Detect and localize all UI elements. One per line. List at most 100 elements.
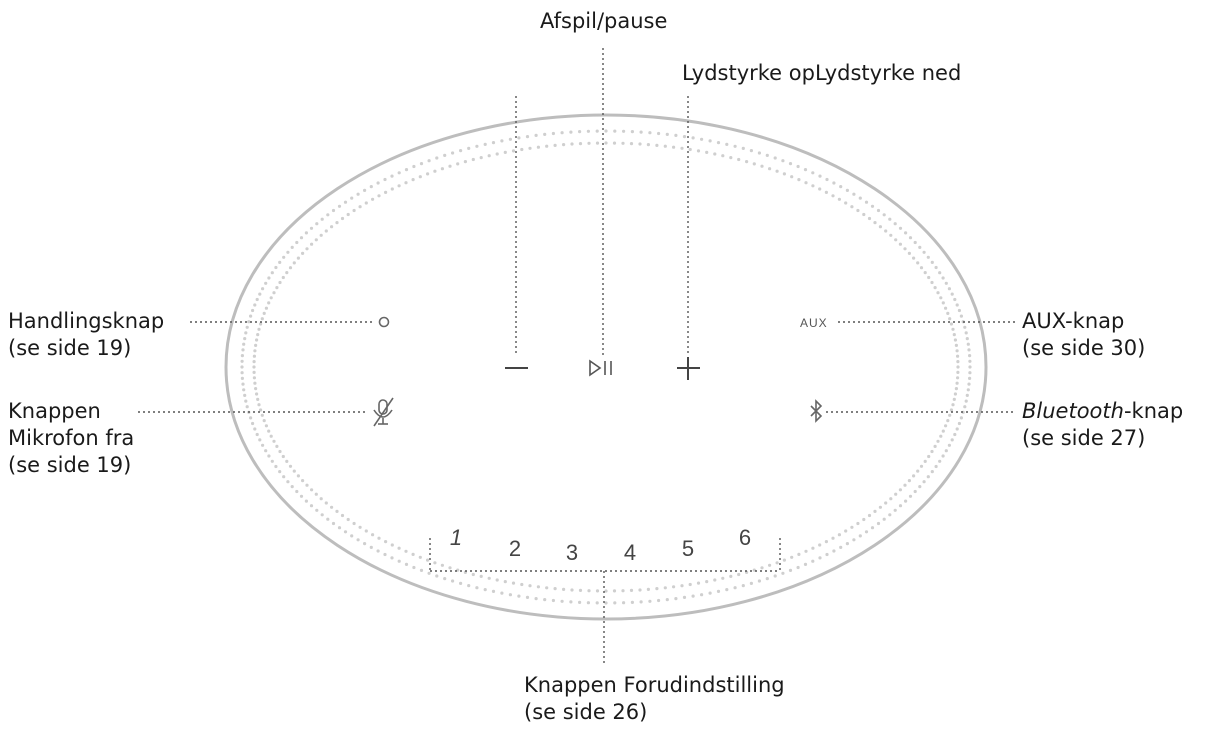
grille-dot	[315, 222, 319, 226]
grille-dot	[285, 459, 289, 463]
grille-dot	[870, 204, 875, 208]
grille-dot	[343, 530, 348, 534]
grille-dot	[688, 147, 692, 152]
grille-dot	[267, 454, 271, 458]
grille-dot	[898, 504, 903, 508]
grille-dot	[292, 261, 296, 265]
grille-dot	[882, 213, 886, 217]
grille-dot	[305, 483, 309, 487]
grille-dot	[908, 494, 913, 498]
grille-dot	[907, 479, 912, 483]
grille-dot	[272, 291, 276, 295]
mic-off-line2: Mikrofon fra	[8, 426, 135, 450]
grille-dot	[337, 526, 342, 530]
bluetooth-icon[interactable]	[810, 399, 823, 423]
grille-dot	[918, 485, 922, 489]
grille-dot	[459, 581, 463, 586]
grille-dot	[903, 483, 907, 487]
grille-dot	[939, 434, 943, 438]
grille-dot	[893, 508, 897, 512]
grille-dot	[418, 175, 422, 179]
grille-dot	[947, 443, 952, 447]
grille-dot	[249, 314, 253, 318]
grille-dot	[331, 208, 336, 213]
grille-dot	[255, 392, 259, 396]
aux-button-text[interactable]: AUX	[800, 316, 828, 330]
grille-dot	[894, 492, 898, 496]
grille-dot	[296, 256, 300, 260]
volume-up-button[interactable]	[677, 357, 700, 380]
grille-dot	[384, 190, 388, 194]
grille-dot	[397, 184, 401, 188]
grille-dot	[258, 438, 262, 442]
grille-dot	[665, 132, 669, 136]
action-button-label: Handlingsknap (se side 19)	[8, 308, 164, 362]
grille-dot	[646, 143, 651, 147]
grille-dot	[371, 533, 375, 537]
action-button-icon[interactable]	[378, 316, 390, 328]
grille-dot	[278, 260, 282, 264]
grille-dot	[889, 497, 893, 501]
grille-dot	[773, 574, 777, 578]
grille-dot	[955, 303, 959, 307]
preset-button-4[interactable]: 4	[624, 540, 636, 565]
grille-dot	[295, 489, 299, 494]
grille-dot	[310, 242, 314, 246]
grille-dot	[951, 327, 955, 331]
grille-dot	[825, 552, 829, 557]
preset-button-3[interactable]: 3	[566, 540, 578, 565]
grille-dot	[938, 271, 942, 275]
grille-dot	[913, 240, 917, 245]
preset-button-5[interactable]: 5	[682, 536, 694, 561]
grille-dot	[781, 571, 785, 575]
grille-dot	[240, 371, 244, 375]
grille-dot	[269, 296, 273, 300]
grille-dot	[252, 360, 256, 364]
grille-dot	[852, 538, 856, 542]
grille-dot	[479, 574, 483, 579]
preset-buttons-label: Knappen Forudindstilling (se side 26)	[524, 672, 785, 726]
grille-dot	[356, 538, 360, 542]
grille-dot	[267, 276, 271, 280]
grille-dot	[269, 434, 273, 438]
grille-dot	[545, 586, 549, 590]
grille-dot	[578, 588, 583, 593]
grille-dot	[299, 236, 304, 240]
grille-dot	[242, 342, 246, 346]
grille-dot	[856, 521, 860, 526]
play-pause-button[interactable]	[589, 359, 612, 377]
grille-dot	[963, 405, 967, 409]
grille-dot	[749, 149, 754, 153]
grille-dot	[638, 588, 642, 592]
grille-dot	[737, 572, 741, 577]
grille-dot	[324, 501, 328, 505]
grille-dot	[832, 181, 836, 185]
mic-off-icon[interactable]	[373, 397, 394, 427]
grille-dot	[968, 354, 972, 358]
grille-dot	[803, 562, 808, 567]
grille-dot	[252, 354, 256, 358]
grille-dot	[528, 584, 532, 588]
grille-dot	[443, 153, 447, 157]
grille-dot	[959, 314, 964, 318]
preset-button-2[interactable]: 2	[509, 536, 521, 561]
grille-dot	[249, 416, 253, 420]
grille-dot	[950, 292, 954, 296]
grille-dot	[930, 280, 934, 285]
grille-dot	[340, 513, 345, 518]
grille-dot	[282, 475, 286, 479]
grille-dot	[364, 529, 368, 533]
grille-dot	[832, 549, 836, 553]
grille-dot	[309, 226, 314, 230]
grille-dot	[682, 595, 687, 600]
grille-dot	[397, 546, 401, 550]
grille-dot	[570, 588, 574, 592]
grille-dot	[639, 600, 643, 604]
grille-dot	[261, 443, 265, 447]
grille-dot	[912, 256, 916, 260]
preset-button-1[interactable]: 1	[450, 525, 462, 550]
preset-button-6[interactable]: 6	[739, 525, 751, 550]
grille-dot	[956, 354, 960, 358]
grille-dot	[520, 582, 524, 587]
grille-dot	[377, 536, 381, 540]
